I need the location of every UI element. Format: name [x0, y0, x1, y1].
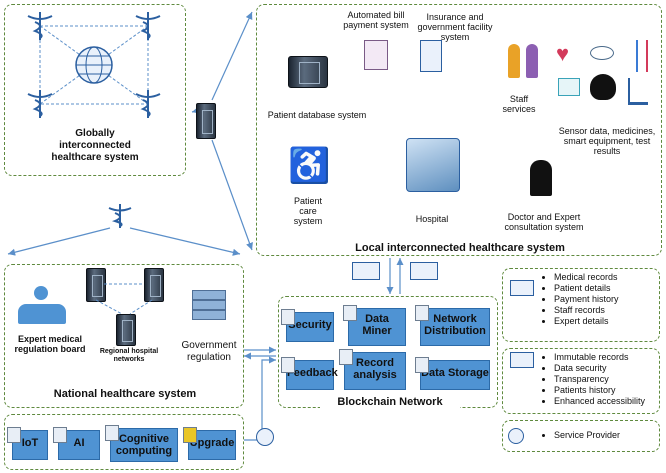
central-server-icon	[196, 103, 216, 139]
expert-label: Expert medical regulation board	[14, 334, 86, 354]
globe-connector-icon	[256, 428, 274, 446]
blockchain-title: Blockchain Network	[320, 396, 460, 408]
regional-server-2	[144, 268, 164, 302]
cognitive-icon	[105, 425, 119, 441]
data-miner-block: Data Miner	[343, 305, 406, 346]
hospital-icon	[406, 138, 460, 192]
brain-icon	[590, 74, 616, 100]
ai-icon	[53, 427, 67, 443]
document-connector-icon	[410, 262, 438, 280]
sensor-label: Sensor data, medicines, smart equipment,…	[558, 126, 656, 156]
doctor-label: Doctor and Expert consultation system	[504, 212, 584, 232]
legend-benefits-item: Patients history	[554, 385, 658, 396]
security-block: Security	[281, 309, 334, 342]
legend-records-item: Staff records	[554, 305, 658, 316]
legend-benefits-item: Enhanced accessibility	[554, 396, 658, 407]
legend-records-item: Payment history	[554, 294, 658, 305]
regional-server-3	[116, 314, 136, 346]
regional-server-1	[86, 268, 106, 302]
legend-records-item: Expert details	[554, 316, 658, 327]
monitor-connector-icon	[352, 262, 380, 280]
bill-label: Automated bill payment system	[343, 10, 409, 30]
national-title: National healthcare system	[53, 388, 197, 400]
global-label: Globally interconnected healthcare syste…	[51, 128, 139, 163]
legend-service-item: Service Provider	[554, 430, 658, 441]
legend-service-panel	[502, 420, 660, 452]
staff-icon	[506, 44, 542, 80]
arrow-tech-blockchain	[244, 356, 276, 441]
arrow-to-local	[211, 11, 253, 101]
legend-records-panel	[502, 268, 660, 342]
security-icon	[281, 309, 295, 325]
legend-benefits-item: Data security	[554, 363, 658, 374]
eye-icon	[590, 46, 614, 60]
microscope-icon	[628, 78, 648, 105]
arrow-caduceus-right	[129, 227, 241, 256]
legend-records-list: Medical records Patient details Payment …	[540, 272, 658, 327]
government-label: Government regulation	[181, 340, 237, 363]
arrow-to-local-bottom	[211, 139, 253, 251]
cognitive-block: Cognitive computing	[105, 425, 178, 462]
legend-monitor-icon	[510, 280, 534, 296]
ai-block: AI	[53, 427, 100, 460]
record-analysis-block: Record analysis	[339, 349, 406, 390]
caduceus-icons	[27, 12, 161, 228]
legend-globe-icon	[508, 428, 524, 444]
regional-label: Regional hospital networks	[99, 348, 159, 363]
local-title: Local interconnected healthcare system	[330, 242, 590, 254]
patient-care-label: Patient care system	[293, 196, 323, 226]
legend-benefits-item: Transparency	[554, 374, 658, 385]
network-distribution-icon	[415, 305, 429, 321]
patient-db-icon	[288, 56, 328, 88]
upgrade-block: Upgrade	[183, 427, 236, 460]
legend-records-item: Medical records	[554, 272, 658, 283]
feedback-icon	[281, 357, 295, 373]
legend-benefits-item: Immutable records	[554, 352, 658, 363]
insurance-label: Insurance and government facility system	[417, 12, 493, 42]
record-analysis-icon	[339, 349, 353, 365]
local-panel	[256, 4, 662, 256]
dna-icon	[636, 40, 648, 72]
heart-icon: ♥	[556, 41, 570, 66]
patient-db-label: Patient database system	[267, 110, 367, 120]
doctor-icon	[530, 160, 552, 196]
document-icon	[420, 40, 442, 72]
legend-service-list: Service Provider	[540, 430, 658, 441]
feedback-block: Feedback	[281, 357, 338, 390]
monitor-icon	[558, 78, 580, 96]
global-panel	[4, 4, 186, 176]
network-distribution-block: Network Distribution	[415, 305, 490, 346]
bill-icon	[364, 40, 388, 70]
legend-benefits-list: Immutable records Data security Transpar…	[540, 352, 658, 407]
government-stack-icon	[192, 290, 226, 320]
legend-records-item: Patient details	[554, 283, 658, 294]
data-storage-block: Data Storage	[415, 357, 490, 390]
iot-icon	[7, 427, 21, 443]
upgrade-icon	[183, 427, 197, 443]
data-miner-icon	[343, 305, 357, 321]
legend-document-icon	[510, 352, 534, 368]
hospital-label: Hospital	[415, 214, 449, 224]
expert-board-icon	[14, 286, 70, 326]
iot-block: IoT	[7, 427, 48, 460]
arrow-caduceus-left	[7, 227, 111, 256]
data-storage-icon	[415, 357, 429, 373]
staff-label: Staff services	[502, 94, 536, 114]
